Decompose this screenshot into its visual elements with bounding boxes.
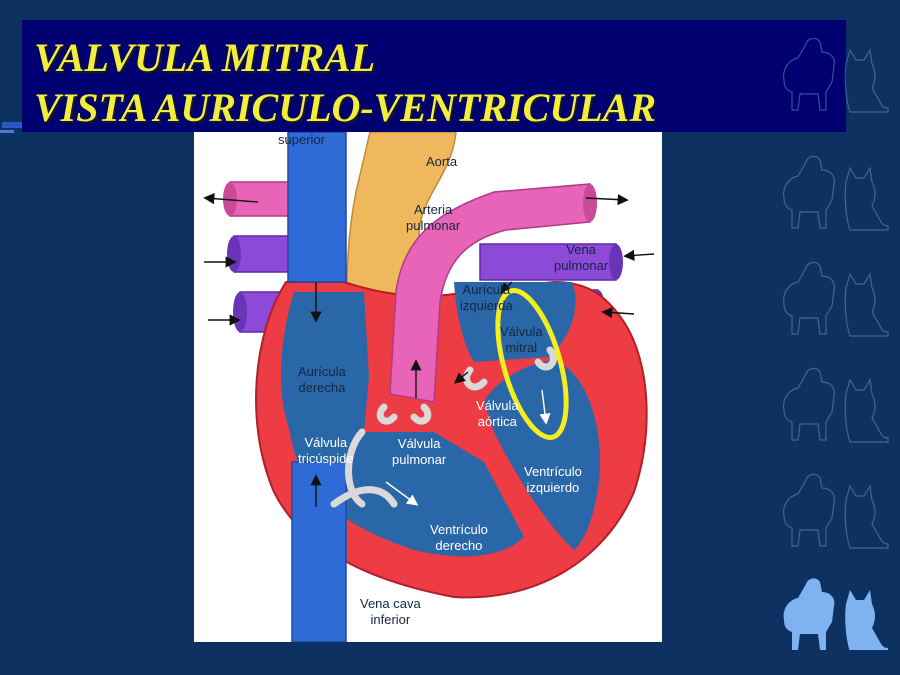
label-auricula-izquierda: Aurícula izquierda xyxy=(460,282,513,313)
mitral-highlight-ellipse xyxy=(495,288,569,440)
valve-leaflets xyxy=(330,346,557,508)
label-valvula-mitral: Válvula mitral xyxy=(500,324,543,355)
label-aorta: Aorta xyxy=(426,154,458,169)
title-box: VALVULA MITRAL VISTA AURICULO-VENTRICULA… xyxy=(22,20,846,132)
dog-cat-silhouette-icon xyxy=(783,473,889,549)
left-atrium xyxy=(454,282,576,362)
title-accent-bar-small xyxy=(0,130,14,133)
right-atrium xyxy=(280,292,369,432)
dog-cat-silhouette-icon xyxy=(783,155,889,231)
decorative-pets-column xyxy=(783,37,889,650)
label-vena-cava-superior: superior xyxy=(278,132,325,147)
label-valvula-pulmonar: Válvula pulmonar xyxy=(392,436,447,467)
heart-diagram: superior Aorta Arteria pulmonar Vena pul… xyxy=(194,132,662,642)
solid-pet-icon xyxy=(783,578,888,650)
left-ventricle xyxy=(484,360,601,550)
flow-arrows xyxy=(203,193,655,507)
label-valvula-aortica: Válvula aórtica xyxy=(476,398,519,429)
heart-illustration xyxy=(203,132,655,642)
title-accent-bar xyxy=(2,122,22,128)
vena-cava-superior xyxy=(287,132,347,283)
label-vena-cava-inferior: Vena cava inferior xyxy=(360,596,421,627)
dog-cat-silhouette-icon xyxy=(783,578,888,650)
vena-cava-inferior xyxy=(291,461,347,642)
faded-pet-icons xyxy=(783,37,889,549)
label-auricula-derecha: Aurícula derecha xyxy=(298,364,346,395)
flow-arrows-white xyxy=(385,389,551,506)
label-arteria-pulmonar: Arteria pulmonar xyxy=(406,202,461,233)
slide-title-line-1: VALVULA MITRAL xyxy=(34,35,376,80)
dog-cat-silhouette-icon xyxy=(783,367,889,443)
dog-cat-silhouette-icon xyxy=(783,261,889,337)
slide-title-line-2: VISTA AURICULO-VENTRICULAR xyxy=(34,85,657,130)
label-ventriculo-derecho: Ventrículo derecho xyxy=(430,522,488,553)
label-ventriculo-izquierdo: Ventrículo izquierdo xyxy=(524,464,582,495)
label-valvula-tricuspide: Válvula tricúspide xyxy=(298,435,354,466)
dog-cat-silhouette-icon xyxy=(783,37,889,113)
label-vena-pulmonar: Vena pulmonar xyxy=(554,242,609,273)
